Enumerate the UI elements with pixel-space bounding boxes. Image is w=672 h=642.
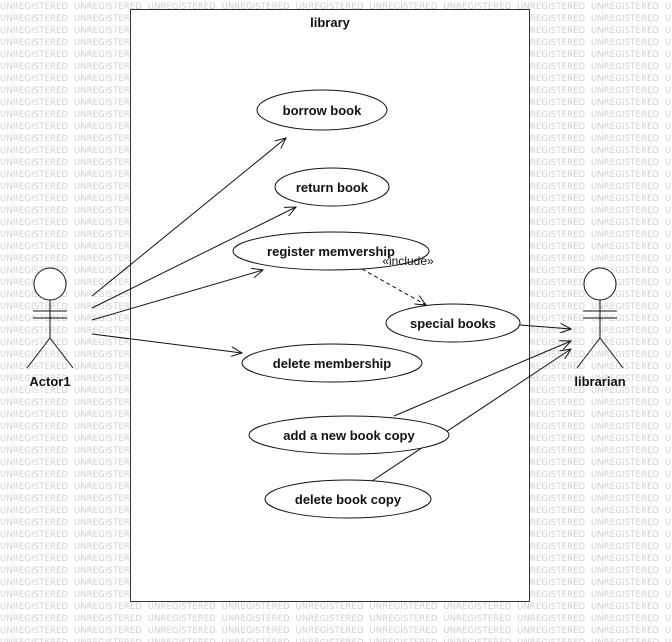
- assoc-actor1-register-membership[interactable]: [91, 270, 263, 321]
- use-case-label: delete membership: [273, 356, 392, 371]
- actor-label: Actor1: [29, 374, 70, 389]
- use-case-label: special books: [410, 316, 496, 331]
- stick-figure-icon: [26, 267, 74, 369]
- assoc-delete-book-copy-librarian[interactable]: [371, 349, 571, 482]
- assoc-add-book-copy-librarian[interactable]: [393, 341, 571, 417]
- assoc-actor1-delete-membership[interactable]: [91, 333, 242, 353]
- assoc-actor1-borrow-book[interactable]: [91, 138, 286, 297]
- use-case-label: add a new book copy: [283, 428, 415, 443]
- stick-figure-icon: [576, 267, 624, 369]
- use-case-add-new-book-copy[interactable]: add a new book copy: [248, 415, 450, 455]
- include-dependency-line[interactable]: [361, 268, 426, 305]
- use-case-special-books[interactable]: special books: [385, 303, 521, 343]
- actor-librarian[interactable]: librarian: [574, 267, 626, 389]
- use-case-label: register memvership: [267, 244, 395, 259]
- include-stereotype-label: «include»: [382, 254, 434, 268]
- actor-actor1[interactable]: Actor1: [26, 267, 74, 389]
- actor-label: librarian: [574, 374, 625, 389]
- use-case-return-book[interactable]: return book: [274, 167, 390, 207]
- use-case-label: delete book copy: [295, 492, 402, 507]
- use-case-label: return book: [296, 180, 369, 195]
- use-case-delete-book-copy[interactable]: delete book copy: [264, 479, 432, 519]
- assoc-actor1-return-book[interactable]: [91, 207, 296, 309]
- system-title: library: [310, 15, 351, 30]
- use-case-delete-membership[interactable]: delete membership: [241, 343, 423, 383]
- assoc-special-books-librarian[interactable]: [519, 325, 571, 329]
- use-case-register-membership[interactable]: register memvership: [232, 231, 430, 271]
- use-case-borrow-book[interactable]: borrow book: [256, 89, 388, 131]
- associations: [91, 138, 571, 482]
- use-case-label: borrow book: [283, 103, 362, 118]
